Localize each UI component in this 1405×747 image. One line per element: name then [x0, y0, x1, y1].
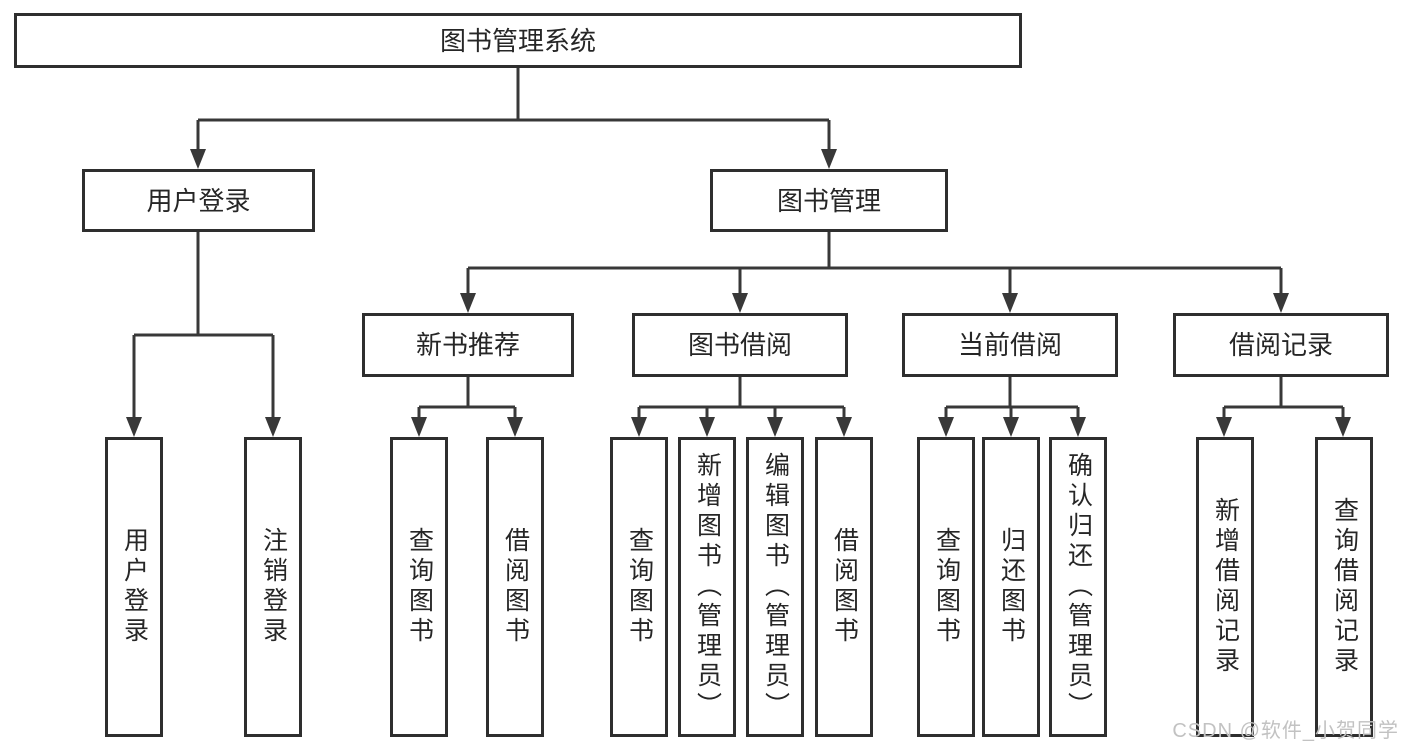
leaf-logout-label: 注销登录: [259, 527, 288, 647]
leaf-edit-books-admin-label: 编辑图书（管理员）: [761, 452, 790, 722]
node-current-borrow-label: 当前借阅: [957, 330, 1062, 360]
connector-root-to-branches: [196, 68, 831, 153]
csdn-watermark: CSDN @软件_小贺同学: [1172, 720, 1399, 742]
connector-borrow-records-to-leaves: [1222, 377, 1345, 421]
node-book-borrow-label: 图书借阅: [687, 330, 792, 360]
node-new-book-recommend: 新书推荐: [362, 313, 574, 377]
node-user-login: 用户登录: [82, 169, 315, 232]
leaf-return-books: 归还图书: [982, 437, 1040, 737]
leaf-current-query-books: 查询图书: [917, 437, 975, 737]
leaf-recommend-borrow-books-label: 借阅图书: [501, 527, 530, 647]
leaf-borrow-query-books-label: 查询图书: [625, 527, 654, 647]
leaf-borrow-books: 借阅图书: [815, 437, 873, 737]
leaf-query-borrow-record: 查询借阅记录: [1315, 437, 1373, 737]
node-new-book-recommend-label: 新书推荐: [415, 330, 520, 360]
leaf-current-query-books-label: 查询图书: [932, 527, 961, 647]
node-current-borrow: 当前借阅: [902, 313, 1118, 377]
leaf-recommend-query-books: 查询图书: [390, 437, 448, 737]
leaf-user-login-label: 用户登录: [120, 527, 149, 647]
leaf-query-borrow-record-label: 查询借阅记录: [1330, 497, 1359, 677]
connector-book-borrow-to-leaves: [637, 377, 846, 421]
leaf-borrow-books-label: 借阅图书: [830, 527, 859, 647]
leaf-user-login: 用户登录: [105, 437, 163, 737]
leaf-add-books-admin-label: 新增图书（管理员）: [693, 452, 722, 722]
connector-new-book-recommend-to-leaves: [417, 377, 517, 421]
connector-current-borrow-to-leaves: [944, 377, 1080, 421]
leaf-recommend-borrow-books: 借阅图书: [486, 437, 544, 737]
leaf-add-borrow-record: 新增借阅记录: [1196, 437, 1254, 737]
node-book-management: 图书管理: [710, 169, 948, 232]
leaf-add-books-admin: 新增图书（管理员）: [678, 437, 736, 737]
leaf-logout: 注销登录: [244, 437, 302, 737]
node-borrow-records-label: 借阅记录: [1228, 330, 1333, 360]
leaf-borrow-query-books: 查询图书: [610, 437, 668, 737]
node-book-borrow: 图书借阅: [632, 313, 848, 377]
node-root-system: 图书管理系统: [14, 13, 1022, 68]
leaf-confirm-return-admin: 确认归还（管理员）: [1049, 437, 1107, 737]
connector-book-management-to-modules: [466, 232, 1283, 297]
node-root-label: 图书管理系统: [439, 25, 596, 56]
leaf-recommend-query-books-label: 查询图书: [405, 527, 434, 647]
node-user-login-label: 用户登录: [146, 185, 251, 216]
leaf-return-books-label: 归还图书: [997, 527, 1026, 647]
leaf-edit-books-admin: 编辑图书（管理员）: [746, 437, 804, 737]
connector-user-login-to-leaves: [132, 232, 275, 421]
leaf-confirm-return-admin-label: 确认归还（管理员）: [1064, 452, 1093, 722]
leaf-add-borrow-record-label: 新增借阅记录: [1211, 497, 1240, 677]
node-book-management-label: 图书管理: [776, 185, 881, 216]
node-borrow-records: 借阅记录: [1173, 313, 1389, 377]
